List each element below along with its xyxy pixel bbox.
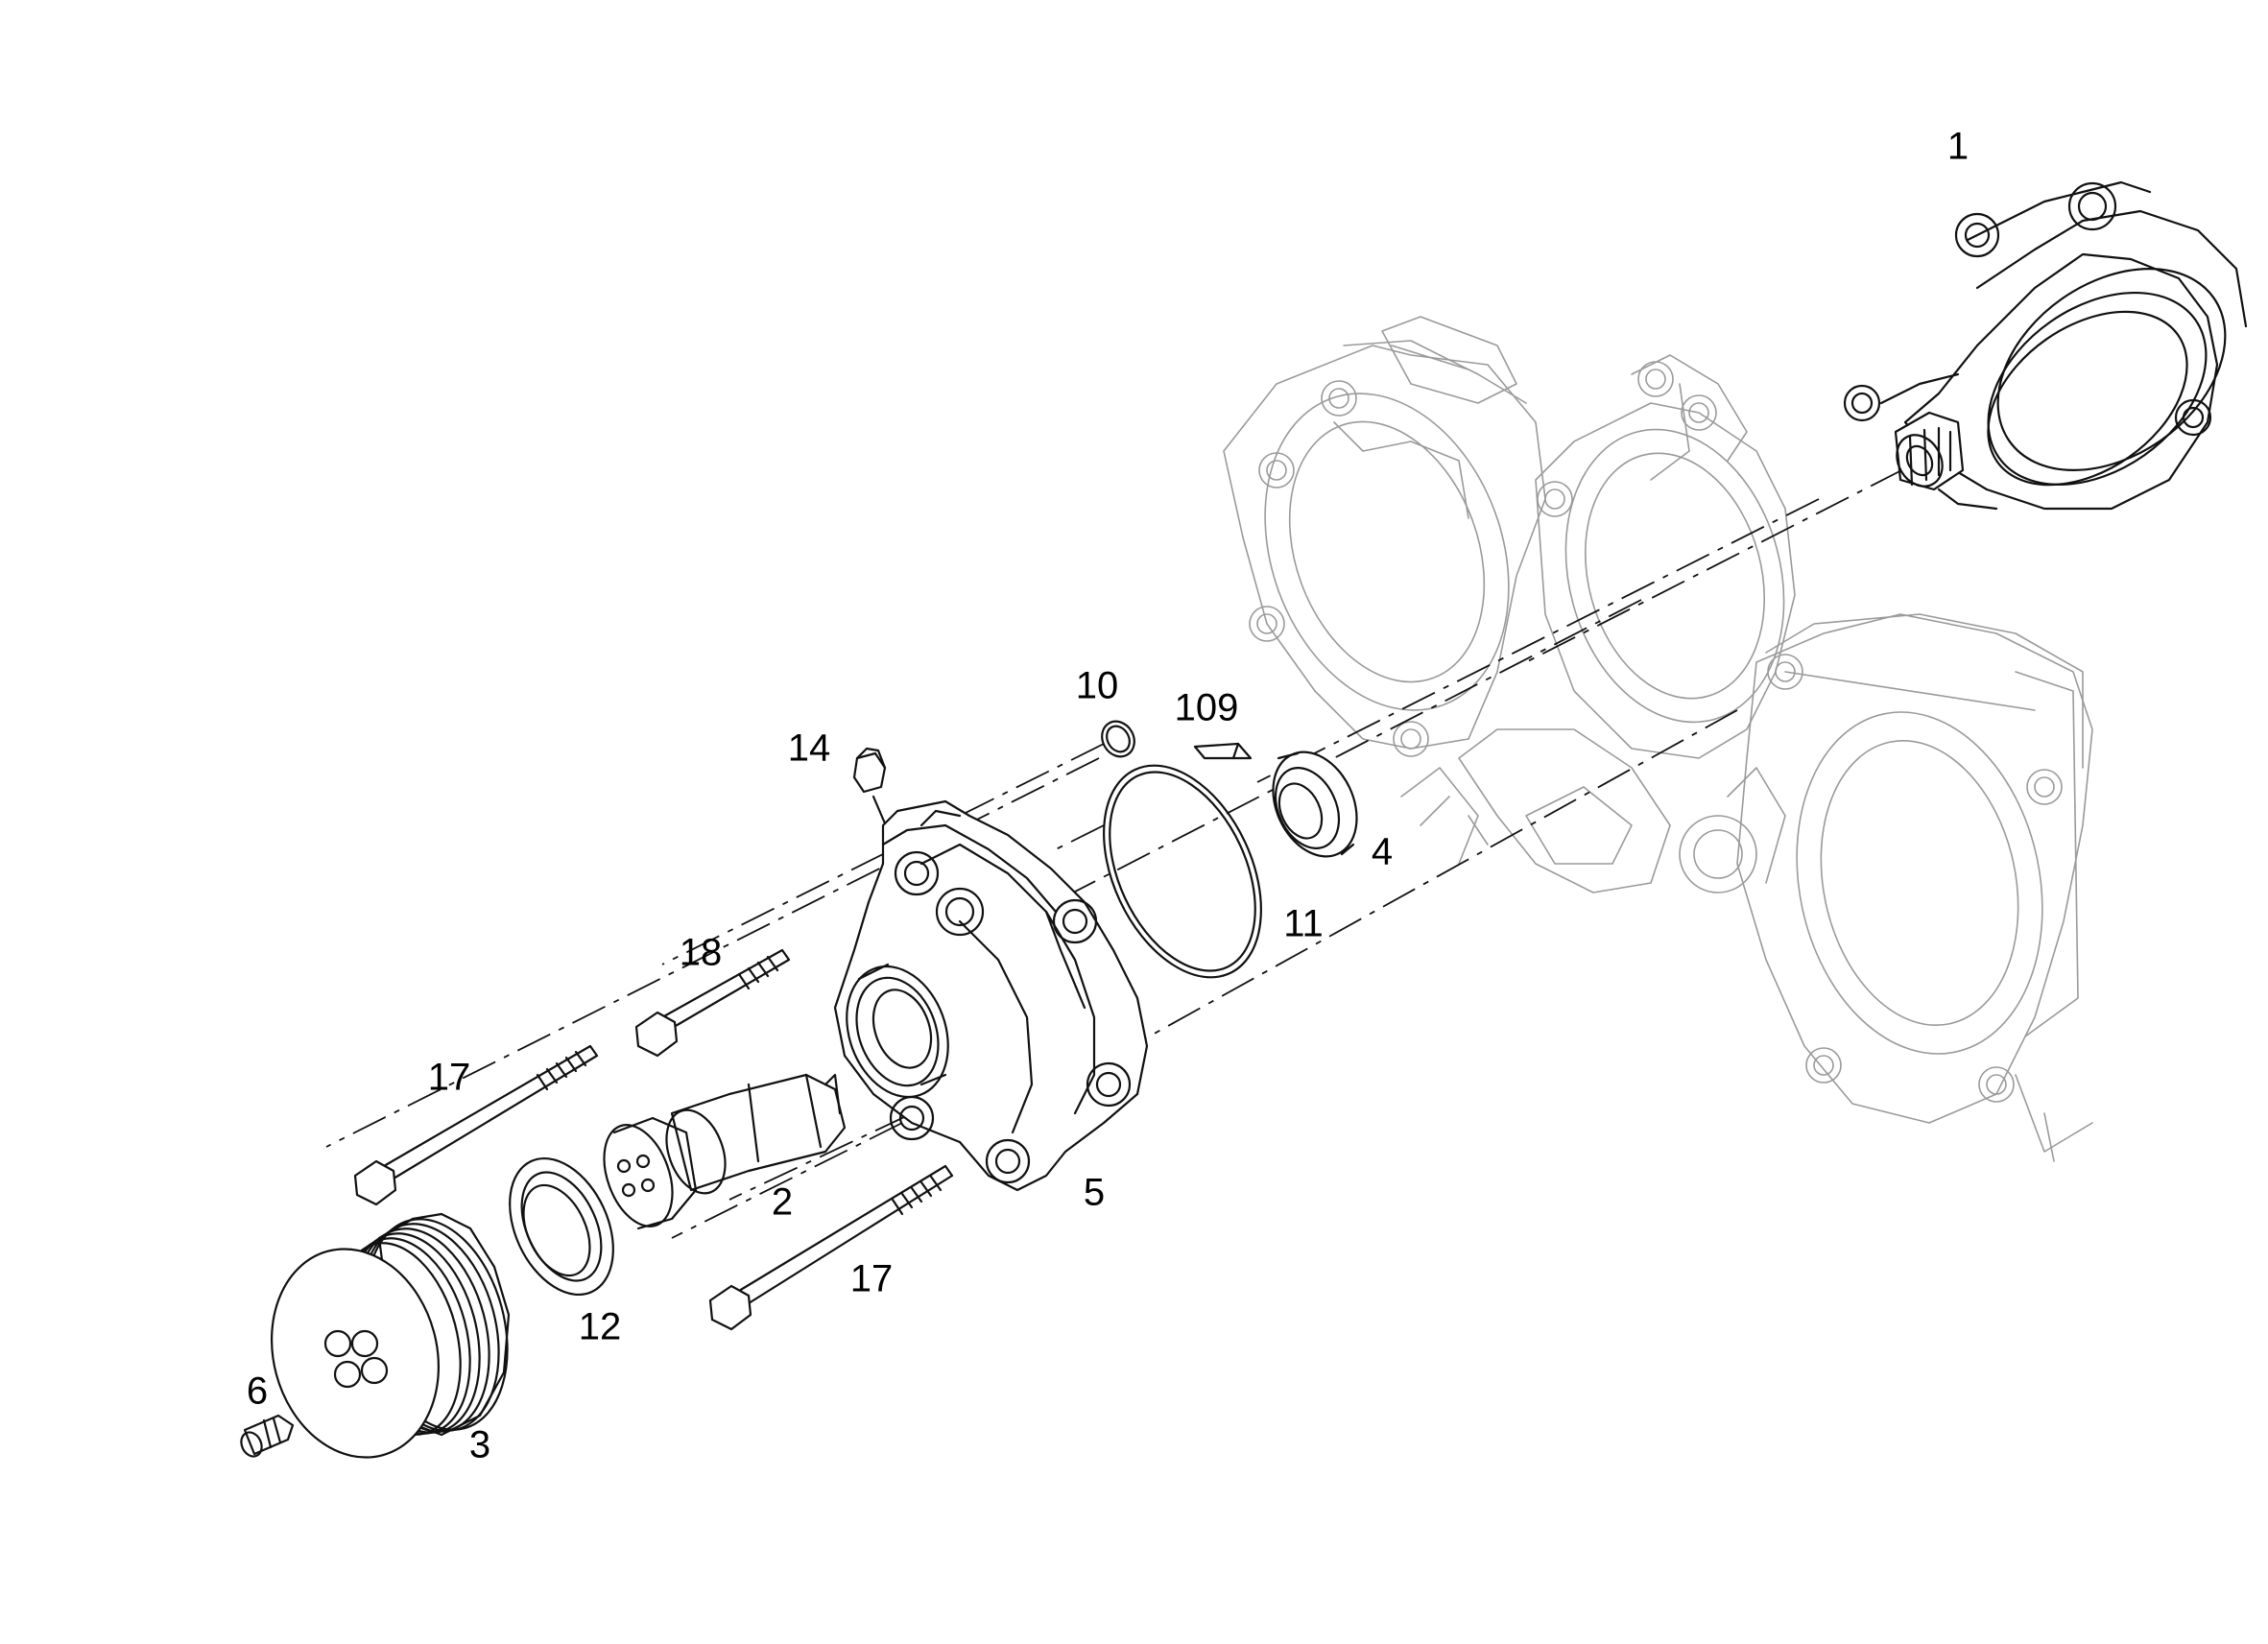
part-17-long-bolt-lower (708, 1164, 954, 1331)
callout-6: 6 (247, 1370, 268, 1413)
part-18-bolt (634, 948, 791, 1058)
assembly-axis-lines (316, 441, 1959, 1402)
callout-3: 3 (469, 1424, 490, 1466)
part-11-large-o-ring (1103, 764, 1262, 979)
part-6-screw (240, 1414, 295, 1458)
callout-17-upper: 17 (428, 1057, 471, 1099)
part-17-long-bolt-upper (353, 1044, 599, 1206)
gear-housing-background (1223, 316, 2093, 1162)
callout-4: 4 (1372, 831, 1393, 873)
part-10-small-o-ring (1101, 720, 1135, 758)
callout-11: 11 (1283, 903, 1324, 945)
callout-12: 12 (579, 1306, 622, 1348)
part-4-shaft-seal (1272, 751, 1358, 858)
part-5-pump-housing (833, 799, 1149, 1192)
callout-14: 14 (788, 727, 831, 770)
callout-17-lower: 17 (850, 1258, 894, 1300)
callout-5: 5 (1084, 1172, 1105, 1214)
callout-2: 2 (772, 1181, 793, 1224)
callout-109: 109 (1175, 687, 1239, 729)
callout-10: 10 (1076, 665, 1119, 707)
part-2-pump-shaft (603, 1073, 847, 1230)
part-14-plug (852, 747, 890, 832)
callout-labels: 1 10 109 14 4 11 18 17 2 5 17 12 6 3 (247, 126, 1969, 1466)
part-12-seal-ring (509, 1156, 614, 1297)
callout-1: 1 (1947, 126, 1969, 168)
part-109-wedge (1193, 742, 1253, 760)
callout-18: 18 (680, 932, 723, 974)
part-3-pulley (271, 1212, 511, 1459)
part-1-pump-assembly (1843, 180, 2248, 511)
